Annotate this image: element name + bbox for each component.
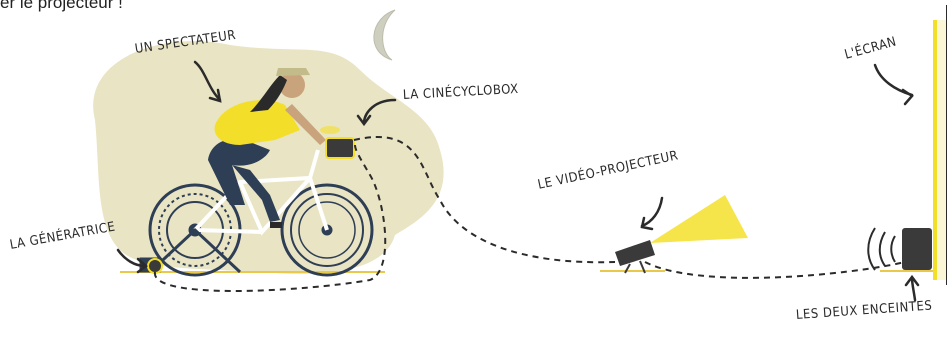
cable-projector-speakers [645,262,905,278]
background-blob [93,41,443,274]
cinecyclobox-icon [326,138,354,158]
speaker-icon [902,228,932,270]
moon-icon [374,10,395,60]
generator-icon [148,259,162,273]
projector-beam [650,195,748,243]
arrow-projector [642,198,662,226]
arrow-screen [875,65,912,95]
projector-icon [615,240,655,273]
